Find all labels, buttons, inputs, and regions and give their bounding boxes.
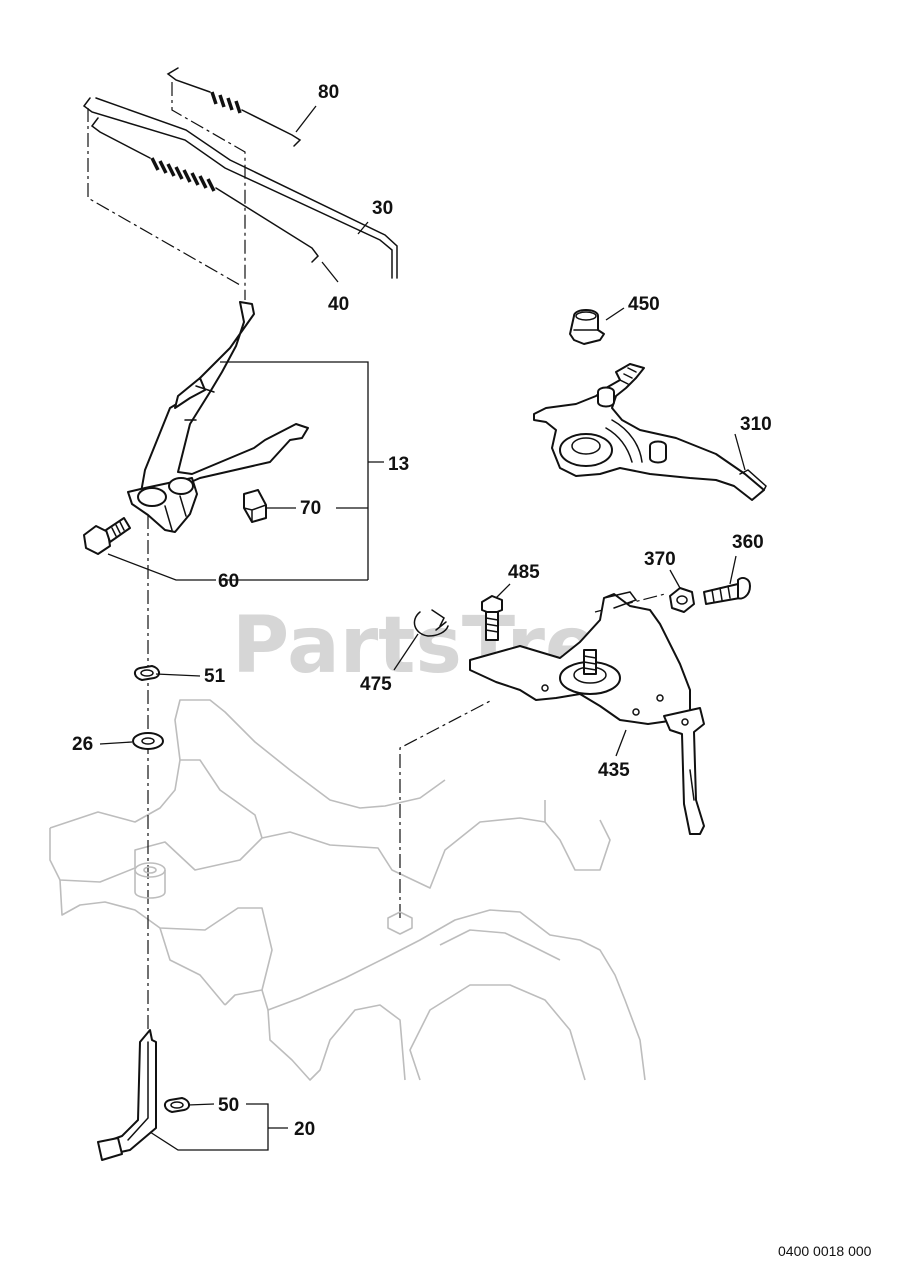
control-lever-310	[533, 363, 767, 501]
callout-70: 70	[300, 498, 321, 519]
governor-lever-13	[127, 301, 309, 533]
callout-40: 40	[328, 294, 349, 315]
callout-26: 26	[72, 734, 93, 755]
spring-80	[166, 67, 302, 147]
callout-30: 30	[372, 198, 393, 219]
washer-26	[132, 732, 164, 750]
clip-51	[134, 665, 160, 681]
callout-50: 50	[218, 1095, 239, 1116]
rod-30	[82, 97, 398, 279]
callout-20: 20	[294, 1119, 315, 1140]
callout-370: 370	[644, 549, 676, 570]
engine-boss	[134, 862, 413, 935]
document-number: 0400 0018 000	[778, 1243, 872, 1259]
bolt-485	[481, 595, 503, 641]
leader-lines	[99, 105, 746, 1151]
bolt-360	[703, 577, 751, 605]
clip-50	[164, 1097, 190, 1113]
nut-370	[669, 587, 695, 613]
callout-51: 51	[204, 666, 226, 687]
locknut-450	[569, 309, 605, 345]
callout-13: 13	[388, 454, 409, 475]
callout-310: 310	[740, 414, 772, 435]
callout-475: 475	[360, 674, 392, 695]
wire-clip-475	[413, 609, 449, 637]
speed-bracket-435	[469, 591, 705, 835]
callout-360: 360	[732, 532, 764, 553]
callout-450: 450	[628, 294, 660, 315]
square-nut-70	[243, 489, 267, 523]
spring-40	[90, 117, 319, 263]
callout-435: 435	[598, 760, 630, 781]
bolt-60	[83, 517, 131, 555]
governor-shaft-20	[97, 1029, 157, 1161]
alignment-lines	[87, 82, 666, 1040]
callout-485: 485	[508, 562, 540, 583]
callout-60: 60	[218, 571, 239, 592]
engine-block-outline	[49, 699, 646, 1081]
callout-labels: 80 30 40 450 310 13 70 60 485 370 360 47…	[72, 82, 772, 1140]
callout-80: 80	[318, 82, 339, 103]
